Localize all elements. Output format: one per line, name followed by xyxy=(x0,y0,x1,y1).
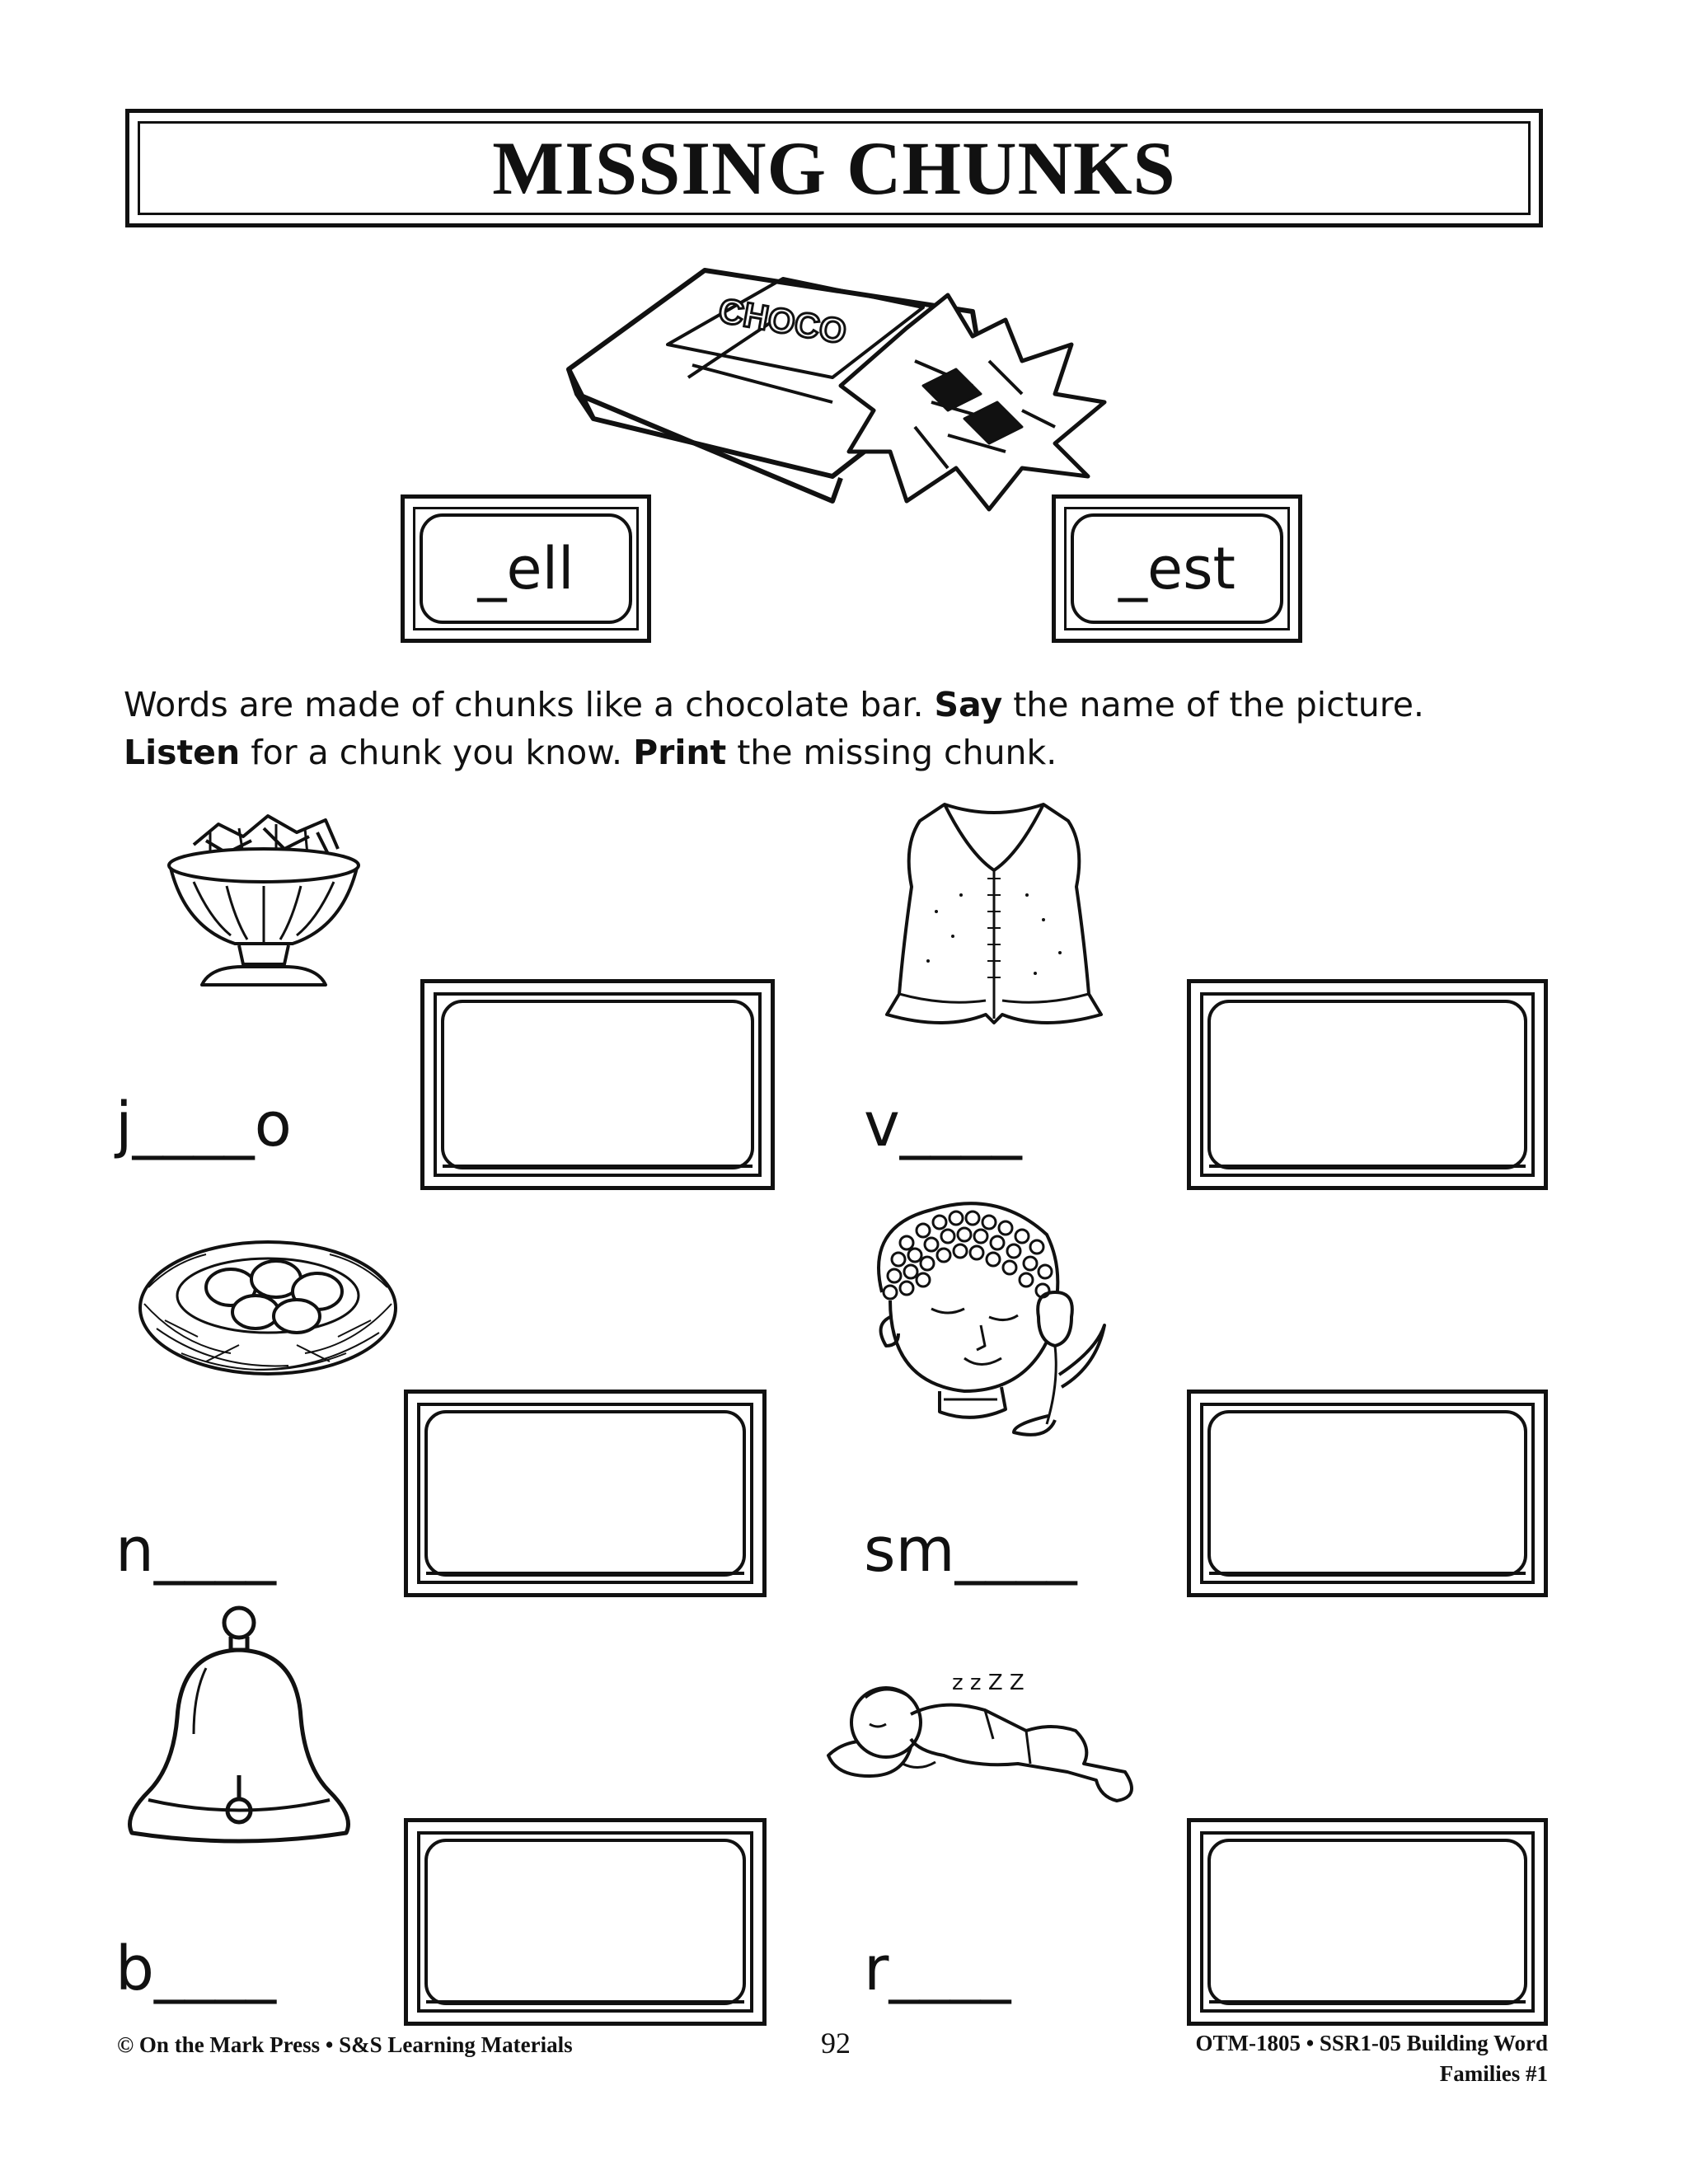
word-blanks: ____ xyxy=(889,1933,1011,2004)
word-bell: b____ xyxy=(115,1933,276,2004)
boy-smelling-flower-picture xyxy=(877,1202,1106,1436)
answer-line xyxy=(426,1572,744,1575)
chunk-box-ell-inner: _ell xyxy=(420,513,632,624)
answer-line xyxy=(1209,1165,1526,1168)
word-blanks: ____ xyxy=(954,1515,1077,1586)
footer-series: OTM-1805 • SSR1-05 Building Word Familie… xyxy=(1195,2031,1548,2087)
bell-picture xyxy=(128,1605,350,1844)
word-prefix: n xyxy=(115,1515,154,1586)
word-rest: r____ xyxy=(864,1933,1010,2004)
footer-copyright: © On the Mark Press • S&S Learning Mater… xyxy=(117,2032,573,2057)
answer-box-bell[interactable] xyxy=(404,1818,767,2026)
word-blanks: ____ xyxy=(153,1515,276,1586)
title-banner-inner: MISSING CHUNKS xyxy=(138,121,1531,215)
title-banner: MISSING CHUNKS xyxy=(125,109,1543,227)
word-prefix: sm xyxy=(864,1515,955,1586)
vest-picture xyxy=(885,803,1103,1024)
word-nest: n____ xyxy=(115,1515,276,1586)
chunk-box-ell: _ell xyxy=(401,494,651,643)
chunk-box-est: _est xyxy=(1052,494,1302,643)
jello-bowl-picture xyxy=(167,814,360,987)
page-title: MISSING CHUNKS xyxy=(492,126,1176,210)
sleep-zs: z z Z Z xyxy=(952,1671,1025,1695)
word-smell: sm____ xyxy=(864,1515,1077,1586)
word-suffix: o xyxy=(254,1090,292,1160)
answer-box-nest[interactable] xyxy=(404,1390,767,1597)
word-blanks: ____ xyxy=(132,1090,255,1160)
nest-picture xyxy=(138,1240,397,1376)
word-prefix: b xyxy=(115,1933,154,2004)
answer-line xyxy=(1209,1572,1526,1575)
instructions-line-2: Listen for a chunk you know. Print the m… xyxy=(124,733,1057,772)
instructions: Words are made of chunks like a chocolat… xyxy=(124,681,1591,776)
sleeping-boy-picture: z z Z Z xyxy=(827,1671,1133,1802)
word-jello: j____o xyxy=(115,1090,292,1160)
footer-series-line-2: Families #1 xyxy=(1439,2061,1548,2086)
word-prefix: j xyxy=(115,1090,133,1160)
word-vest: v____ xyxy=(864,1090,1022,1160)
chunk-ell-text: _ell xyxy=(477,535,574,602)
answer-line xyxy=(1209,2000,1526,2004)
chunk-box-est-inner: _est xyxy=(1071,513,1283,624)
chocolate-bar-illustration: CHOCO xyxy=(566,268,1107,512)
instructions-line-1: Words are made of chunks like a chocolat… xyxy=(124,685,1424,724)
word-prefix: v xyxy=(864,1090,900,1160)
word-blanks: ____ xyxy=(899,1090,1022,1160)
answer-line xyxy=(426,2000,744,2004)
word-prefix: r xyxy=(864,1933,889,2004)
page-number: 92 xyxy=(821,2027,851,2060)
answer-line xyxy=(443,1165,753,1168)
chunk-est-text: _est xyxy=(1118,535,1236,602)
answer-box-jello[interactable] xyxy=(420,979,775,1190)
word-blanks: ____ xyxy=(153,1933,276,2004)
answer-box-smell[interactable] xyxy=(1187,1390,1548,1597)
footer-series-line-1: OTM-1805 • SSR1-05 Building Word xyxy=(1195,2031,1548,2055)
answer-box-rest[interactable] xyxy=(1187,1818,1548,2026)
answer-box-vest[interactable] xyxy=(1187,979,1548,1190)
